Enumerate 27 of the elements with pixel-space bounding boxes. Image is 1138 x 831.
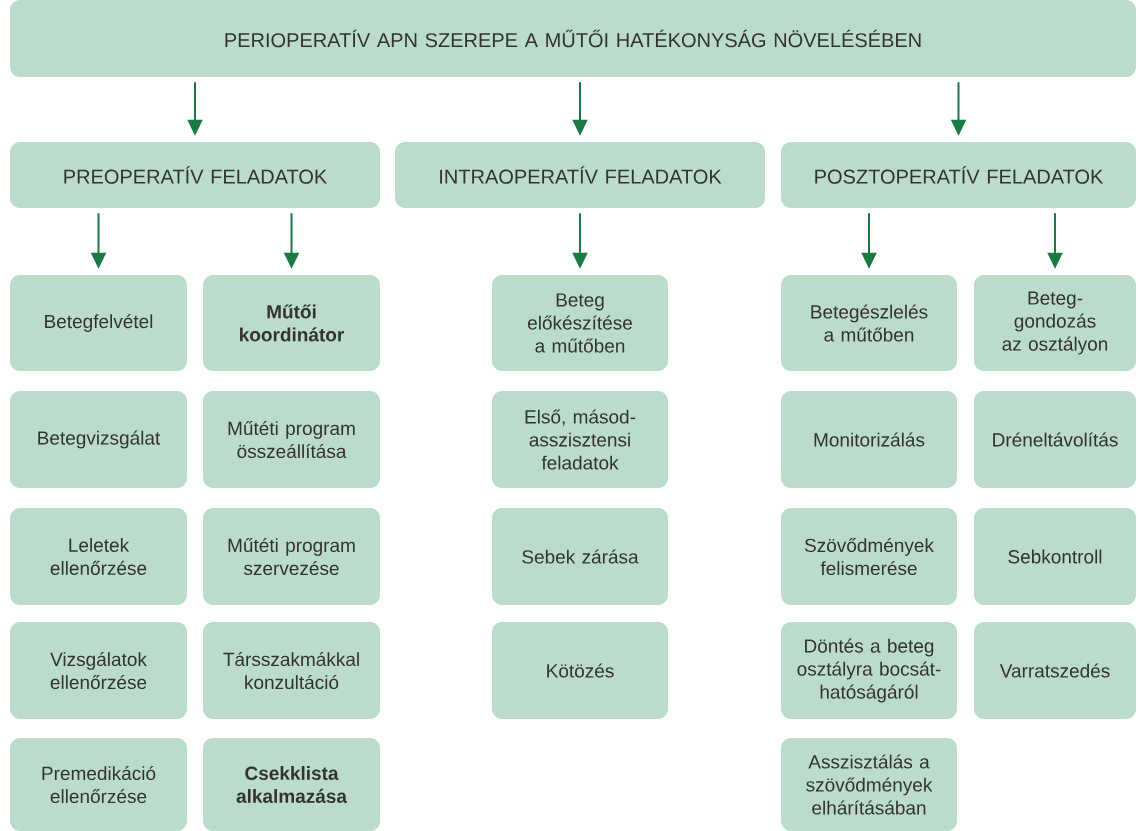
task-box: Betegvizsgálat	[10, 391, 187, 488]
task-box: Vizsgálatok ellenőrzése	[10, 622, 187, 719]
task-box: Monitorizálás	[781, 391, 957, 488]
task-box: Műtéti program szervezése	[203, 508, 380, 605]
task-box: Kötözés	[492, 622, 668, 719]
task-box: Beteg-gondozás az osztályon	[974, 275, 1136, 371]
phase-header-box: POSZTOPERATÍV FELADATOK	[781, 142, 1136, 208]
task-box: Csekklista alkalmazása	[203, 738, 380, 831]
task-box: Leletek ellenőrzése	[10, 508, 187, 605]
task-box: Sebek zárása	[492, 508, 668, 605]
task-box: Betegészlelés a műtőben	[781, 275, 957, 371]
task-box: Szövődmények felismerése	[781, 508, 957, 605]
task-box: Betegfelvétel	[10, 275, 187, 371]
phase-header-box: PREOPERATÍV FELADATOK	[10, 142, 380, 208]
task-box: Asszisztálás a szövődmények elhárításában	[781, 738, 957, 831]
task-box: Döntés a beteg osztályra bocsát-hatóságáról	[781, 622, 957, 719]
task-box: Első, másod-asszisztensi feladatok	[492, 391, 668, 488]
phase-header-box: INTRAOPERATÍV FELADATOK	[395, 142, 765, 208]
task-box: Dréneltávolítás	[974, 391, 1136, 488]
task-box: Társszakmákkal konzultáció	[203, 622, 380, 719]
task-box: Premedikáció ellenőrzése	[10, 738, 187, 831]
task-box: Beteg előkészítése a műtőben	[492, 275, 668, 371]
title-banner: PERIOPERATÍV APN SZEREPE A MŰTŐI HATÉKONYSÁG NÖVELÉSÉBEN	[10, 0, 1136, 77]
task-box: Műtéti program összeállítása	[203, 391, 380, 488]
task-box: Műtői koordinátor	[203, 275, 380, 371]
task-box: Sebkontroll	[974, 508, 1136, 605]
task-box: Varratszedés	[974, 622, 1136, 719]
